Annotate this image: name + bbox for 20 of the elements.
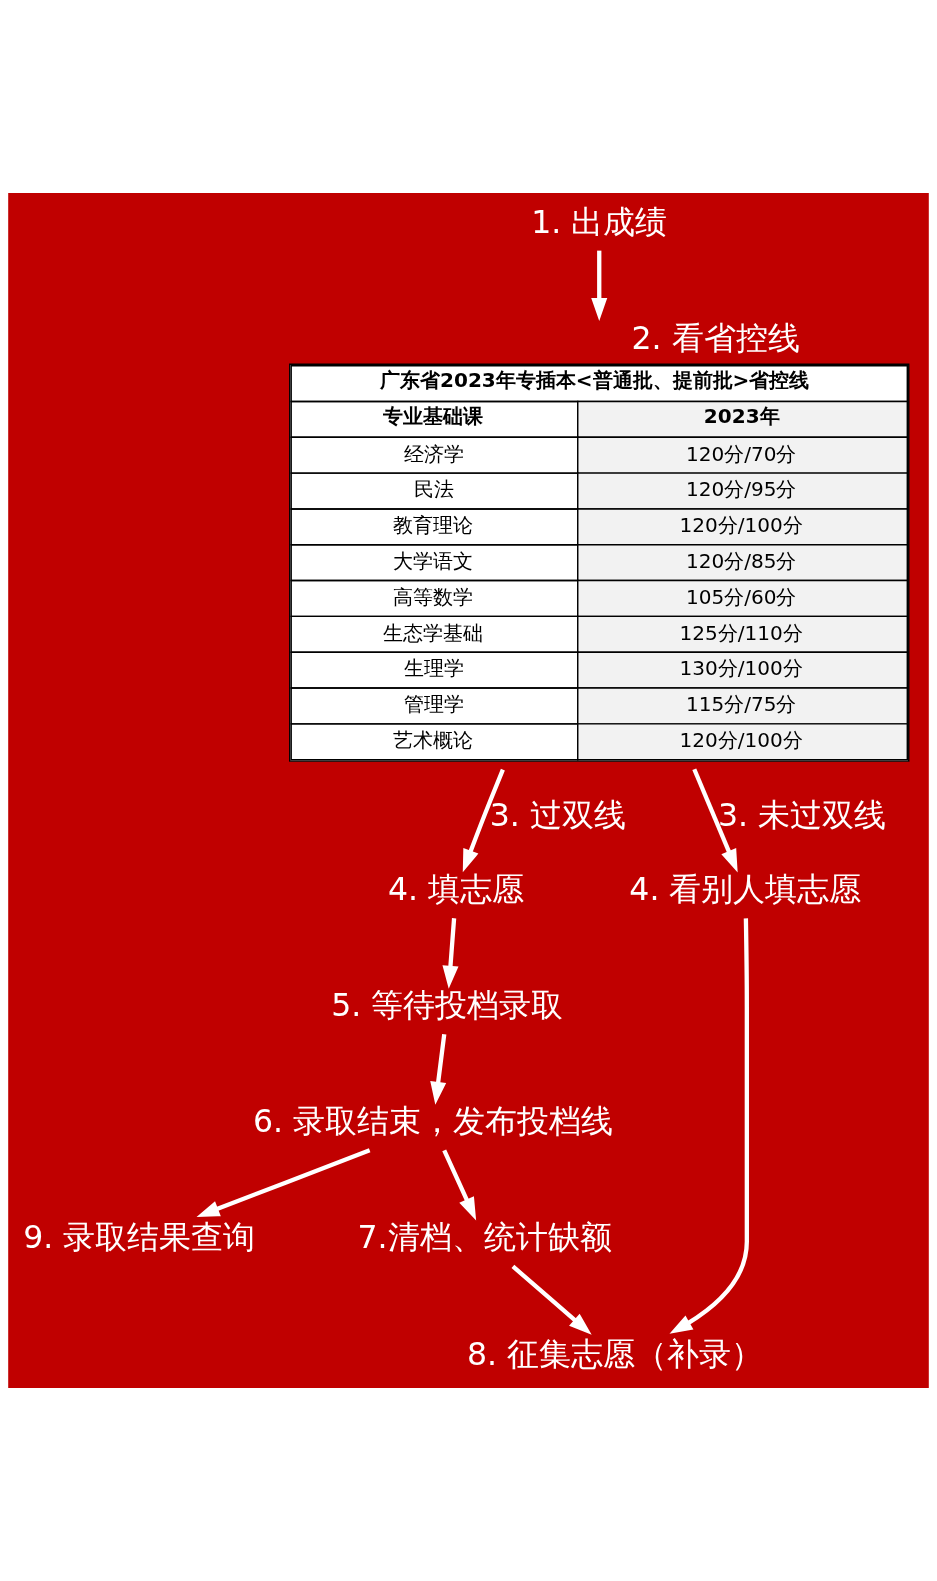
arrow (462, 768, 505, 873)
arrow (442, 1149, 477, 1221)
node-text: 7.清档、统计缺额 (357, 1219, 612, 1256)
node-label: 2. 看省控线 (631, 320, 800, 357)
edge-label: 3. 未过双线 (717, 796, 887, 833)
arrow (511, 1264, 592, 1335)
node-text: 6. 录取结束，发布投档线 (252, 1103, 614, 1140)
arrow (196, 1148, 371, 1217)
arrow (669, 918, 749, 1334)
node-text: 8. 征集志愿（补录） (466, 1335, 764, 1372)
node-text: 9. 录取结果查询 (23, 1219, 256, 1256)
edge-label: 3. 过双线 (489, 796, 626, 833)
arrow (442, 918, 459, 989)
node-text: 4. 填志愿 (387, 871, 525, 908)
arrow (430, 1034, 447, 1105)
node-text: 1. 出成绩 (531, 203, 668, 240)
arrow (692, 768, 738, 873)
node-text: 5. 等待投档录取 (331, 987, 564, 1024)
node-text: 4. 看别人填志愿 (629, 871, 862, 908)
arrow (591, 250, 608, 321)
